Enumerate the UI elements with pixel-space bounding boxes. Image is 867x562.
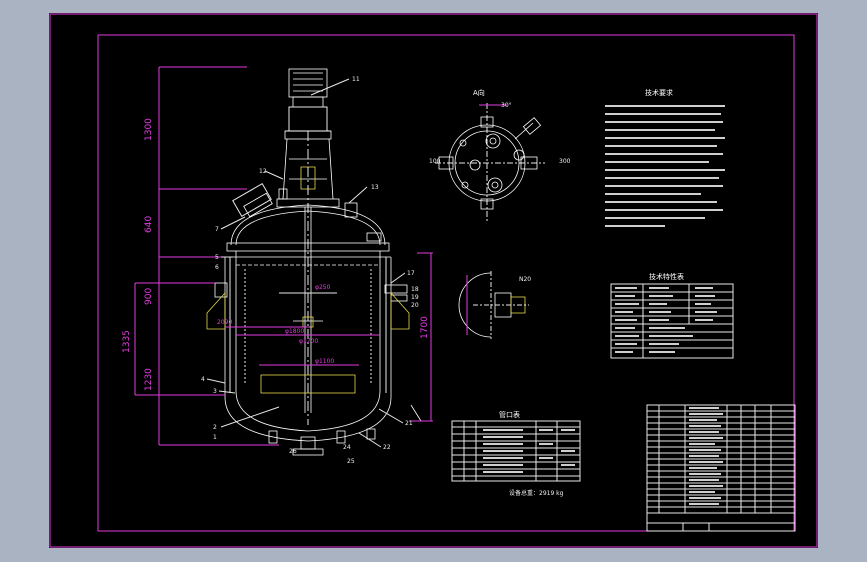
dim-30deg: 30°: [501, 102, 512, 109]
callout-11: 11: [352, 76, 360, 83]
callout-20: 20: [411, 302, 419, 309]
callout-5: 5: [215, 254, 219, 261]
motor-flange: [292, 96, 324, 108]
tech-table-title: 技术特性表: [649, 272, 684, 281]
dim-1800: φ1800: [285, 328, 304, 335]
bottom-head: [235, 390, 381, 432]
anchor-impeller: [260, 374, 356, 394]
dim-n20: N20: [519, 276, 531, 283]
parts-list: [646, 404, 796, 532]
body-flange: [226, 242, 390, 252]
reducer: [288, 106, 328, 132]
detail-view: N20: [458, 271, 531, 339]
technical-requirements: 技术要求: [605, 88, 725, 227]
manhole: [243, 192, 273, 218]
callout-17: 17: [407, 270, 415, 277]
dim-1700: 1700: [420, 316, 430, 339]
upper-head: [235, 210, 381, 246]
outer-frame: [49, 13, 818, 548]
top-view: A向 30° 100 300: [429, 88, 571, 223]
callout-24: 24: [343, 444, 351, 451]
top-view-outer: [448, 124, 526, 202]
nozzle-table-title: 管口表: [499, 410, 520, 419]
dim-100: 100: [429, 158, 441, 165]
callout-21: 21: [405, 420, 413, 427]
callout-19: 19: [411, 294, 419, 301]
view-a-label: A向: [473, 88, 485, 97]
callout-7: 7: [215, 226, 219, 233]
dimension-lines: [134, 66, 433, 446]
dim-1230: 1230: [144, 368, 154, 391]
callout-12: 12: [259, 168, 267, 175]
tech-req-title: 技术要求: [645, 88, 673, 97]
dim-1300: 1300: [144, 118, 154, 141]
reactor-main-view: [206, 68, 422, 456]
dim-300: 300: [559, 158, 571, 165]
total-weight: 设备总重：2919 kg: [509, 489, 564, 497]
callout-18: 18: [411, 286, 419, 293]
callout-13: 13: [371, 184, 379, 191]
callout-1: 1: [213, 434, 217, 441]
part-callouts: 11 12 13 7 5 6 4 3 2 1 17 18 19 20 21 22…: [201, 76, 419, 465]
cad-viewport[interactable]: 1300 640 900 1335 1230 1700 2090 φ1800 φ…: [49, 13, 818, 548]
nozzle-table: 管口表 设备总重：2919 kg: [451, 410, 581, 497]
callout-6: 6: [215, 264, 219, 271]
dim-1100: φ1100: [315, 358, 334, 365]
callout-25: 25: [347, 458, 355, 465]
callout-2: 2: [213, 424, 217, 431]
dim-250: φ250: [315, 284, 331, 291]
drawing-border: [97, 34, 795, 532]
drawing-canvas: 1300 640 900 1335 1230 1700 2090 φ1800 φ…: [49, 13, 818, 548]
callout-26: 26: [289, 448, 297, 455]
callout-4: 4: [201, 376, 205, 383]
dim-2090: 2090: [217, 319, 232, 326]
callout-22: 22: [383, 444, 391, 451]
dim-900: 900: [144, 288, 154, 305]
dim-640: 640: [144, 216, 154, 233]
callout-3: 3: [213, 388, 217, 395]
dimension-texts: 1300 640 900 1335 1230 1700 2090 φ1800 φ…: [122, 118, 430, 391]
tech-characteristics-table: 技术特性表: [610, 272, 734, 359]
dim-1335: 1335: [122, 330, 132, 353]
dim-1700b: φ1700: [299, 338, 318, 345]
